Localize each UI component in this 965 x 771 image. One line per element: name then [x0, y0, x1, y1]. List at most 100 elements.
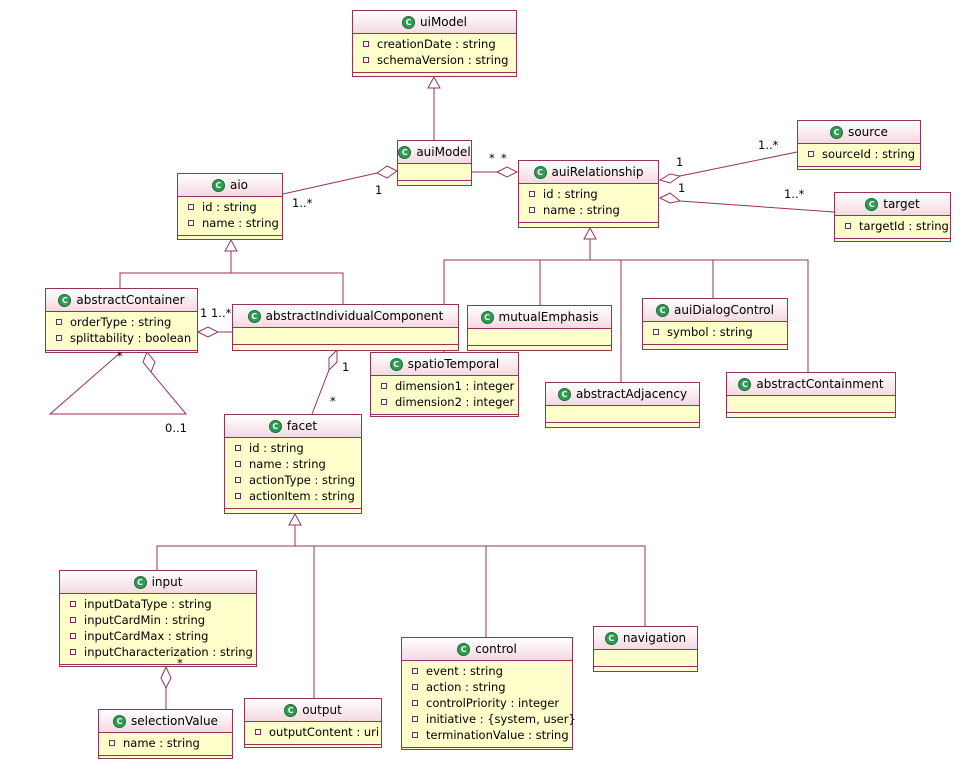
attribute-row: dimension2 : integer	[371, 394, 518, 410]
multiplicity-aio-auimodel-many: 1..*	[292, 196, 313, 210]
attribute-row: name : string	[178, 215, 282, 231]
private-visibility-icon	[412, 668, 418, 674]
private-visibility-icon	[70, 601, 76, 607]
attribute-row: name : string	[519, 202, 658, 218]
operation-compartment	[353, 73, 516, 81]
class-name: uiModel	[420, 15, 467, 29]
attribute-text: actionItem : string	[249, 489, 355, 503]
attribute-text: inputDataType : string	[84, 597, 212, 611]
class-name: navigation	[622, 631, 687, 645]
class-name: abstractIndividualComponent	[265, 309, 444, 323]
class-icon: C	[133, 575, 147, 589]
attribute-compartment	[546, 406, 699, 423]
attribute-compartment: outputContent : uri	[245, 722, 381, 745]
multiplicity-container-self-star: *	[117, 349, 123, 363]
multiplicity-auimodel-rel-star-a: *	[489, 151, 495, 165]
attribute-row: inputCardMax : string	[60, 628, 256, 644]
attribute-text: name : string	[249, 457, 326, 471]
attribute-compartment	[594, 650, 697, 667]
class-name: control	[475, 642, 517, 656]
class-name: abstractAdjacency	[575, 387, 688, 401]
class-name: source	[848, 125, 888, 139]
attribute-row: inputDataType : string	[60, 596, 256, 612]
private-visibility-icon	[56, 335, 62, 341]
private-visibility-icon	[188, 220, 194, 226]
class-icon: C	[557, 387, 571, 401]
attribute-text: id : string	[543, 187, 598, 201]
class-icon: C	[830, 125, 844, 139]
attribute-row: targetId : string	[835, 218, 950, 234]
attribute-row: controlPriority : integer	[402, 695, 572, 711]
attribute-row: event : string	[402, 663, 572, 679]
class-icon: C	[656, 303, 670, 317]
operation-compartment	[398, 181, 471, 189]
operation-compartment	[727, 413, 895, 421]
private-visibility-icon	[808, 151, 814, 157]
attribute-text: terminationValue : string	[426, 728, 569, 742]
attribute-row: splittability : boolean	[46, 330, 197, 346]
class-name: auiDialogControl	[674, 303, 774, 317]
attribute-text: inputCardMin : string	[84, 613, 206, 627]
multiplicity-rel-target-many: 1..*	[784, 187, 805, 201]
private-visibility-icon	[255, 729, 261, 735]
class-icon: C	[604, 631, 618, 645]
attribute-text: inputCharacterization : string	[84, 645, 253, 659]
attribute-compartment: sourceId : string	[798, 144, 920, 167]
attribute-text: id : string	[249, 441, 304, 455]
attribute-row: sourceId : string	[798, 146, 920, 162]
class-icon: C	[533, 165, 547, 179]
multiplicity-rel-source-many: 1..*	[758, 138, 779, 152]
attribute-text: dimension2 : integer	[395, 395, 515, 409]
attribute-row: actionItem : string	[225, 488, 361, 504]
class-name: selectionValue	[131, 714, 218, 728]
operation-compartment	[594, 667, 697, 675]
multiplicity-aio-auimodel-one: 1	[375, 183, 383, 197]
attribute-text: event : string	[426, 664, 503, 678]
private-visibility-icon	[70, 633, 76, 639]
multiplicity-container-self-zero-one: 0..1	[165, 421, 187, 435]
class-icon: C	[738, 377, 752, 391]
attribute-row: actionType : string	[225, 472, 361, 488]
attribute-compartment	[398, 164, 471, 181]
attribute-row: symbol : string	[643, 324, 787, 340]
private-visibility-icon	[412, 716, 418, 722]
class-icon: C	[211, 178, 225, 192]
attribute-text: id : string	[202, 200, 257, 214]
multiplicity-rel-target-one: 1	[678, 181, 686, 195]
class-icon: C	[457, 642, 471, 656]
attribute-compartment: targetId : string	[835, 216, 950, 239]
private-visibility-icon	[235, 493, 241, 499]
attribute-text: schemaVersion : string	[377, 53, 509, 67]
attribute-text: controlPriority : integer	[426, 696, 560, 710]
class-icon: C	[480, 310, 494, 324]
attribute-text: creationDate : string	[377, 37, 496, 51]
